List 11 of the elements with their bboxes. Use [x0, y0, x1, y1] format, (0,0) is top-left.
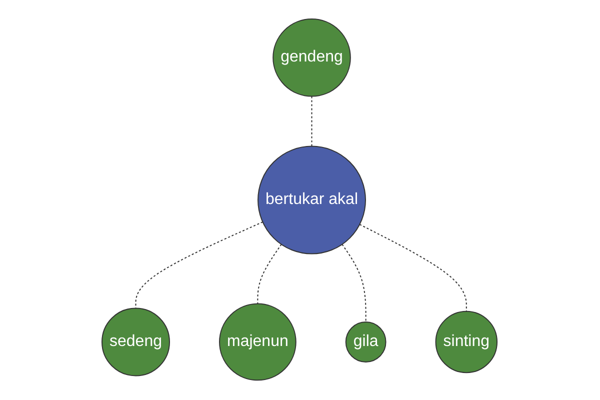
node-circle: gendeng: [273, 18, 352, 98]
connector: [258, 244, 282, 305]
connector: [136, 222, 264, 310]
connector: [342, 244, 367, 323]
connector: [360, 224, 468, 312]
node-circle: gila: [346, 322, 387, 363]
node-circle: sedeng: [102, 308, 170, 377]
node-circle: majenun: [219, 304, 297, 382]
node-circle: bertukar akal: [258, 146, 366, 255]
node-circle: sinting: [436, 311, 498, 374]
connector: [312, 96, 313, 148]
